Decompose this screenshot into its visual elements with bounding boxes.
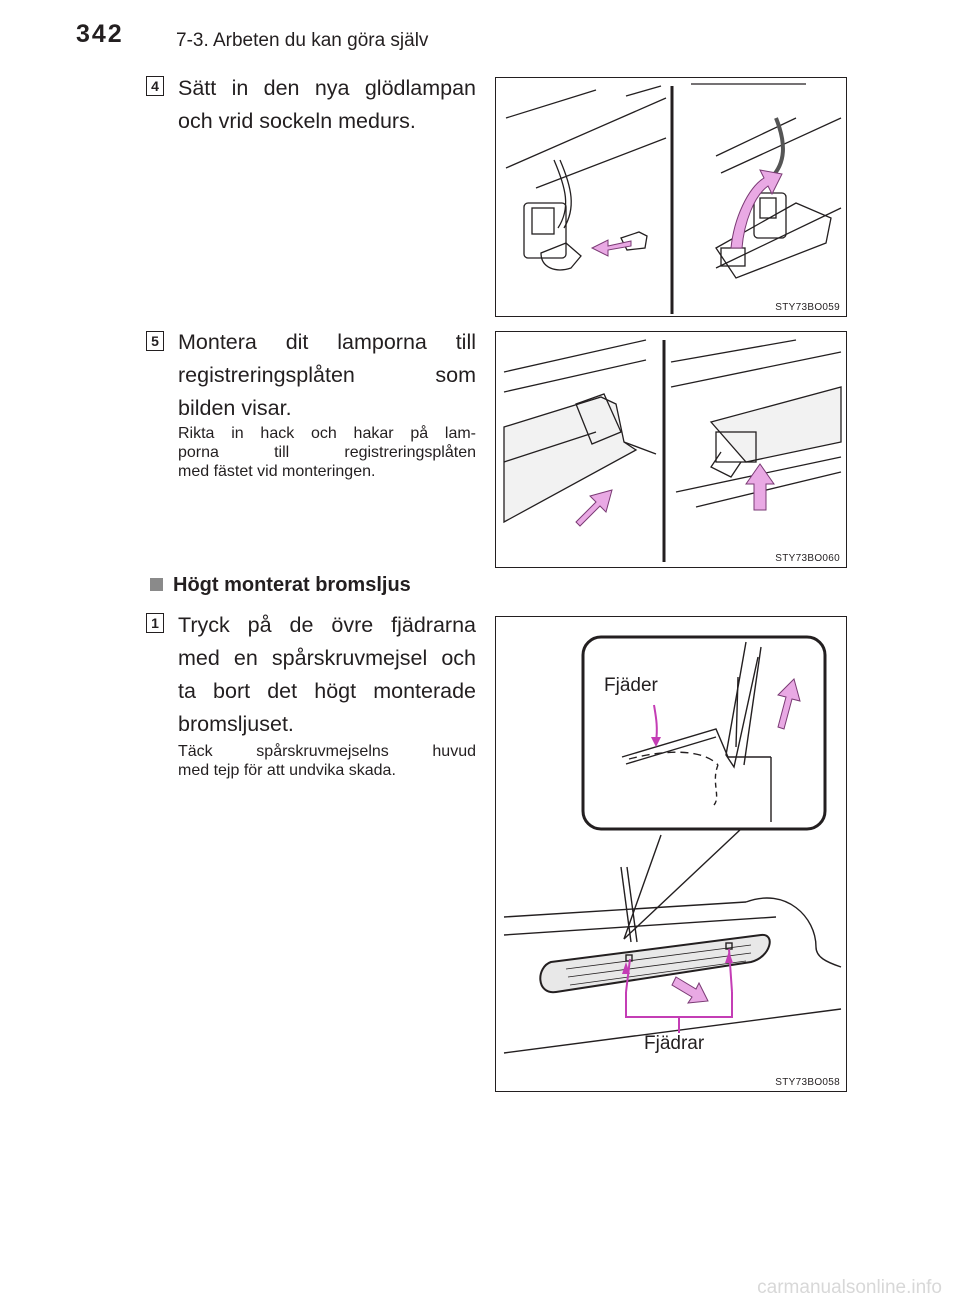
- page-number: 342: [76, 20, 124, 48]
- brake-light-illustration: [503, 635, 842, 1054]
- label-springs: Fjädrar: [644, 1033, 705, 1054]
- label-spring: Fjäder: [604, 675, 658, 696]
- step-1-badge: 1: [146, 613, 164, 633]
- step-1-note: Täck spårskruvmejselns huvud med tejp fö…: [178, 742, 476, 780]
- subheading-text: Högt monterat bromsljus: [173, 574, 411, 596]
- lamp-mount-illustration: [503, 339, 842, 562]
- step-5-note: Rikta in hack och hakar på lam- porna ti…: [178, 424, 476, 481]
- figure-code: STY73BO058: [775, 1077, 840, 1088]
- note-line: med fästet vid monteringen.: [178, 463, 376, 480]
- step-4-text: Sätt in den nya glödlampan och vrid sock…: [178, 72, 476, 138]
- bulb-install-illustration: [505, 83, 842, 314]
- figure-brake-light: Fjäder Fjädrar STY73BO058: [495, 616, 847, 1092]
- text-line: bilden visar.: [178, 396, 292, 420]
- step-4-badge: 4: [146, 76, 164, 96]
- figure-lamp-mount: STY73BO060: [495, 331, 847, 568]
- section-title: 7-3. Arbeten du kan göra själv: [176, 30, 429, 51]
- note-line: Täck spårskruvmejselns huvud: [178, 743, 476, 760]
- text-line: ta bort det högt monterade: [178, 679, 476, 703]
- note-line: Rikta in hack och hakar på lam-: [178, 425, 476, 442]
- text-line: bromsljuset.: [178, 712, 294, 736]
- subheading: Högt monterat bromsljus: [150, 574, 411, 597]
- text-line: Tryck på de övre fjädrarna: [178, 613, 476, 637]
- note-line: porna till registreringsplåten: [178, 444, 476, 461]
- note-line: med tejp för att undvika skada.: [178, 762, 396, 779]
- figure-code: STY73BO060: [775, 553, 840, 564]
- text-line: registreringsplåten som: [178, 363, 476, 387]
- step-1-text: Tryck på de övre fjädrarna med en spårsk…: [178, 609, 476, 741]
- text-line: med en spårskruvmejsel och: [178, 646, 476, 670]
- section-square-icon: [150, 578, 163, 591]
- watermark: carmanualsonline.info: [757, 1277, 942, 1298]
- text-line: och vrid sockeln medurs.: [178, 109, 416, 133]
- figure-code: STY73BO059: [775, 302, 840, 313]
- text-line: Montera dit lamporna till: [178, 330, 476, 354]
- step-5-text: Montera dit lamporna till registreringsp…: [178, 326, 476, 425]
- text-line: Sätt in den nya glödlampan: [178, 76, 476, 100]
- step-5-badge: 5: [146, 331, 164, 351]
- figure-bulb-install: STY73BO059: [495, 77, 847, 317]
